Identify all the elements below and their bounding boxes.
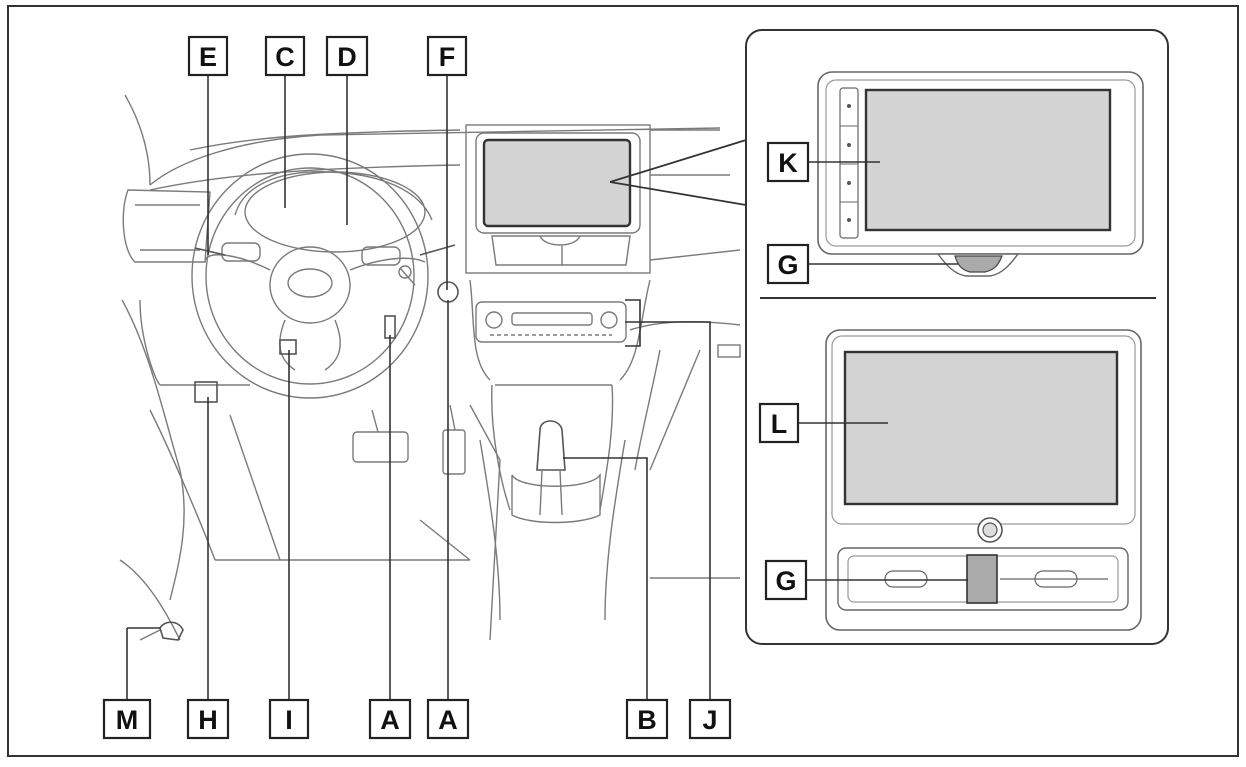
label-e: E [187,35,229,77]
label-h: H [186,698,230,740]
svg-text:B: B [637,705,657,735]
svg-text:K: K [778,148,798,178]
label-a-right: A [426,698,470,740]
svg-text:D: D [337,42,357,72]
display-screen-k [864,88,1112,232]
audio-controller-g-bottom [966,554,998,604]
label-k: K [766,141,810,183]
leader-lines [126,76,968,700]
navigation-display-unit [825,329,1142,631]
svg-text:G: G [777,250,798,280]
label-g-top: G [766,243,810,285]
label-a-left: A [368,698,412,740]
label-f: F [426,35,468,77]
svg-text:J: J [702,705,717,735]
label-j: J [688,698,732,740]
svg-text:M: M [116,705,139,735]
svg-text:G: G [775,566,796,596]
label-b: B [625,698,669,740]
label-d: D [325,35,369,77]
label-l: L [758,402,800,444]
label-i: I [268,698,310,740]
label-c: C [264,35,306,77]
svg-text:A: A [438,705,458,735]
svg-text:L: L [771,409,788,439]
audio-controller-g-top [954,255,1003,273]
display-screen-l [843,350,1119,506]
svg-text:C: C [275,42,295,72]
svg-text:F: F [439,42,456,72]
audio-display-unit [817,71,1144,277]
svg-text:E: E [199,42,217,72]
label-g-bottom: G [764,559,808,601]
dashboard-line-art [119,94,741,641]
label-m: M [102,698,152,740]
svg-text:H: H [198,705,218,735]
inset-panel [609,29,1169,645]
svg-text:I: I [285,705,293,735]
outer-frame [7,5,1239,757]
svg-text:A: A [380,705,400,735]
